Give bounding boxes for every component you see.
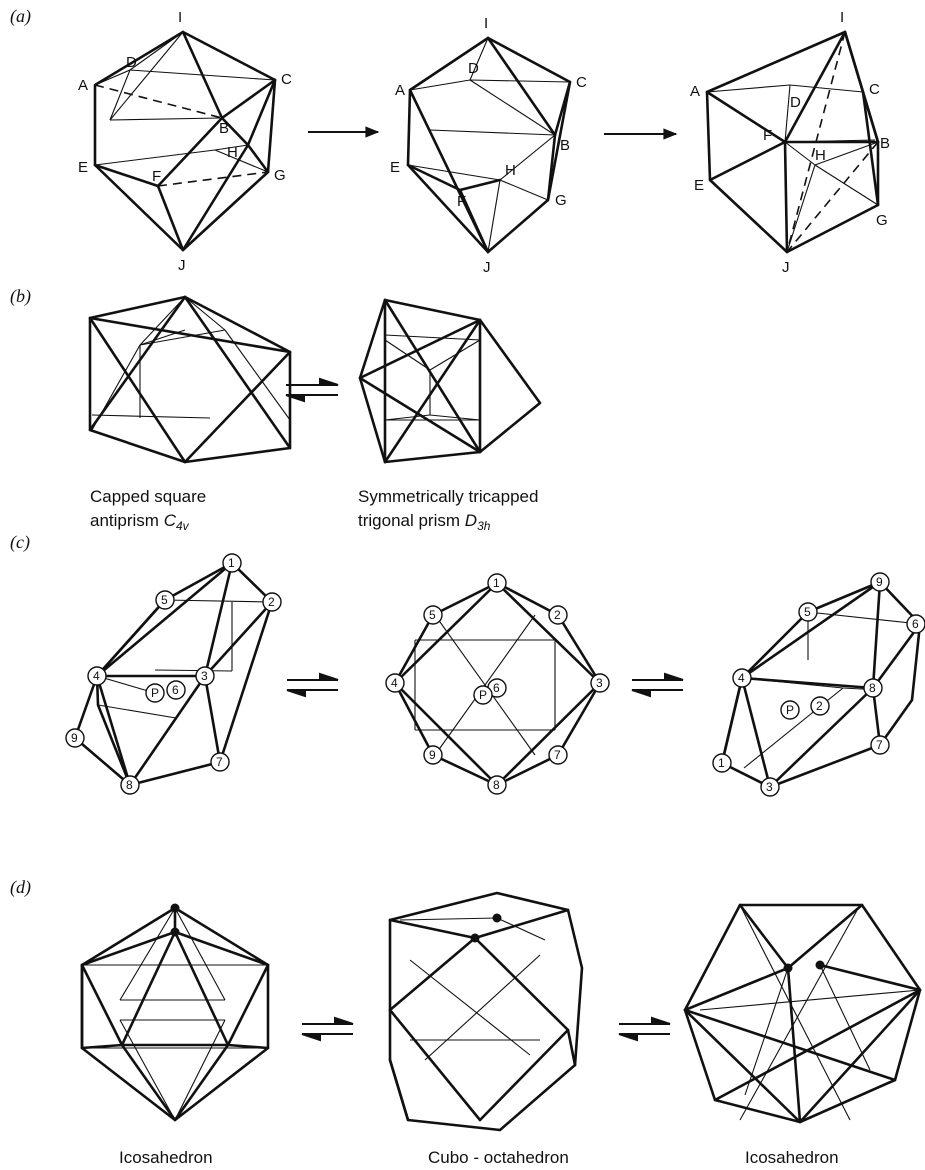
svg-text:B: B (219, 120, 229, 137)
panel-a-vertex-labels-2: I D C A B E F H G J (390, 15, 587, 276)
svg-text:6: 6 (172, 683, 179, 697)
svg-text:F: F (457, 193, 466, 210)
equilibrium-arrows-d-2 (618, 1016, 671, 1042)
svg-text:Symmetrically tricapped: Symmetrically tricapped (358, 487, 538, 506)
svg-text:E: E (694, 177, 704, 194)
svg-text:5: 5 (161, 593, 168, 607)
svg-text:Cubo - octahedron: Cubo - octahedron (428, 1148, 569, 1167)
svg-text:A: A (78, 77, 88, 94)
panel-d-captions: Icosahedron Cubo - octahedron Icosahedro… (119, 1148, 839, 1167)
svg-text:A: A (395, 82, 405, 99)
svg-text:P: P (786, 703, 794, 717)
svg-text:D: D (790, 94, 801, 111)
panel-c-label: (c) (10, 532, 30, 553)
svg-text:6: 6 (493, 681, 500, 695)
cubo-octahedron (388, 891, 584, 1132)
svg-text:P: P (479, 688, 487, 702)
svg-text:G: G (555, 192, 567, 209)
svg-text:D: D (468, 60, 479, 77)
svg-text:2: 2 (816, 699, 823, 713)
icosahedron-left (80, 903, 270, 1122)
panel-d-label: (d) (10, 877, 31, 898)
svg-text:9: 9 (71, 731, 78, 745)
svg-text:trigonal prism D3h: trigonal prism D3h (358, 511, 491, 533)
svg-text:4: 4 (391, 676, 398, 690)
svg-text:G: G (876, 212, 888, 229)
svg-text:7: 7 (554, 748, 561, 762)
panel-a-vertex-labels-1: I D C A B E F H G J (78, 9, 292, 274)
equilibrium-arrows-c-2 (631, 672, 684, 698)
equilibrium-arrows-d-1 (301, 1016, 354, 1042)
svg-text:F: F (763, 127, 772, 144)
panel-c-nodes-1: 1 2 3 4 5 6 7 8 9 P (65, 553, 282, 795)
svg-text:8: 8 (126, 778, 133, 792)
svg-text:C: C (281, 71, 292, 88)
panel-a-polyhedron-2 (406, 36, 572, 254)
svg-text:I: I (840, 9, 844, 26)
svg-text:7: 7 (216, 755, 223, 769)
svg-text:3: 3 (766, 780, 773, 794)
svg-text:P: P (151, 686, 159, 700)
svg-text:J: J (178, 257, 186, 274)
panel-c-polyhedron-3: 9 5 6 4 8 2 P 7 1 3 (712, 572, 925, 797)
panel-a-polyhedron-3 (705, 30, 880, 254)
panel-c-polyhedron-1: 1 2 3 4 5 6 7 8 9 P (65, 553, 282, 795)
svg-text:3: 3 (201, 669, 208, 683)
panel-a-label: (a) (10, 6, 31, 27)
svg-text:D: D (126, 54, 137, 71)
svg-text:C: C (576, 74, 587, 91)
svg-text:9: 9 (429, 748, 436, 762)
svg-text:9: 9 (876, 575, 883, 589)
svg-text:2: 2 (268, 595, 275, 609)
svg-text:I: I (178, 9, 182, 26)
svg-text:1: 1 (228, 556, 235, 570)
svg-text:H: H (505, 162, 516, 179)
svg-text:1: 1 (718, 756, 725, 770)
capped-square-antiprism (88, 295, 292, 464)
svg-text:8: 8 (869, 681, 876, 695)
svg-text:5: 5 (429, 608, 436, 622)
svg-text:I: I (484, 15, 488, 32)
svg-text:A: A (690, 83, 700, 100)
svg-text:4: 4 (93, 669, 100, 683)
svg-text:Icosahedron: Icosahedron (119, 1148, 213, 1167)
svg-text:5: 5 (804, 605, 811, 619)
svg-text:7: 7 (876, 738, 883, 752)
icosahedron-right (683, 903, 922, 1124)
panel-b-label: (b) (10, 286, 31, 307)
svg-text:4: 4 (738, 671, 745, 685)
equilibrium-arrows-b (285, 377, 339, 403)
svg-text:E: E (390, 159, 400, 176)
svg-text:antiprism C4v: antiprism C4v (90, 511, 190, 533)
svg-text:Capped square: Capped square (90, 487, 206, 506)
svg-text:Icosahedron: Icosahedron (745, 1148, 839, 1167)
svg-text:C: C (869, 81, 880, 98)
svg-text:1: 1 (493, 576, 500, 590)
svg-text:G: G (274, 167, 286, 184)
svg-text:8: 8 (493, 778, 500, 792)
svg-text:2: 2 (554, 608, 561, 622)
tricapped-trigonal-prism (358, 298, 542, 464)
panel-a-polyhedron-1 (93, 30, 277, 252)
panel-c-nodes-3: 9 5 6 4 8 2 P 7 1 3 (712, 572, 925, 797)
svg-text:3: 3 (596, 676, 603, 690)
panel-c-polyhedron-2: 1 2 3 4 5 6 7 8 9 P (385, 573, 610, 795)
panel-a-vertex-labels-3: I D C A B E F H G J (690, 9, 890, 276)
svg-text:J: J (782, 259, 790, 276)
equilibrium-arrows-c-1 (286, 672, 339, 698)
svg-text:B: B (880, 135, 890, 152)
svg-text:J: J (483, 259, 491, 276)
svg-text:H: H (227, 144, 238, 161)
panel-c-nodes-2: 1 2 3 4 5 6 7 8 9 P (385, 573, 610, 795)
svg-text:H: H (815, 147, 826, 164)
panel-b-captions: Capped square antiprism C4v Symmetricall… (90, 487, 538, 533)
svg-text:F: F (152, 168, 161, 185)
svg-text:B: B (560, 137, 570, 154)
svg-text:E: E (78, 159, 88, 176)
svg-text:6: 6 (912, 617, 919, 631)
